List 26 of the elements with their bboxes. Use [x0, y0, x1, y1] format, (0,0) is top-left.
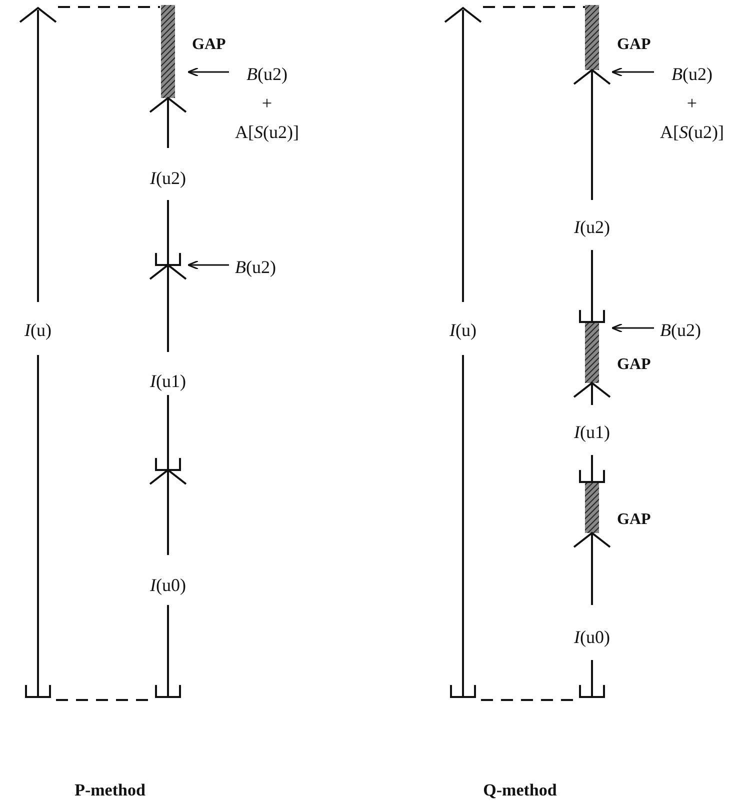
leader-arrow [611, 67, 654, 77]
method-caption: Q-method [483, 779, 557, 801]
interval-label: I(u) [450, 318, 476, 342]
gap-label: GAP [617, 35, 651, 55]
gap-label: GAP [617, 355, 651, 375]
chevron-mark [149, 96, 187, 113]
interval-label: I(u1) [574, 420, 610, 444]
interval-label: I(u2) [150, 166, 186, 190]
bound-label: B(u2) [235, 253, 276, 282]
interval-label: I(u0) [150, 574, 186, 596]
interval-label: I(u) [24, 318, 52, 342]
method-caption: P-method [74, 779, 146, 801]
interval-label: I(u0) [574, 626, 610, 648]
leader-arrow [187, 67, 229, 77]
bound-label: B(u2) + A[S(u2)] [235, 60, 299, 146]
interval-label: I(u1) [150, 370, 186, 392]
bound-label: B(u2) + A[S(u2)] [660, 60, 724, 146]
gap-label: GAP [617, 510, 651, 530]
chevron-mark [573, 68, 611, 85]
bracket-mark [579, 307, 605, 323]
interval-label: I(u2) [574, 216, 610, 238]
bound-label: B(u2) [660, 316, 701, 345]
leader-arrow [611, 323, 654, 333]
leader-arrow [187, 260, 229, 270]
gap-label: GAP [192, 35, 226, 55]
bracket-mark [155, 250, 181, 266]
